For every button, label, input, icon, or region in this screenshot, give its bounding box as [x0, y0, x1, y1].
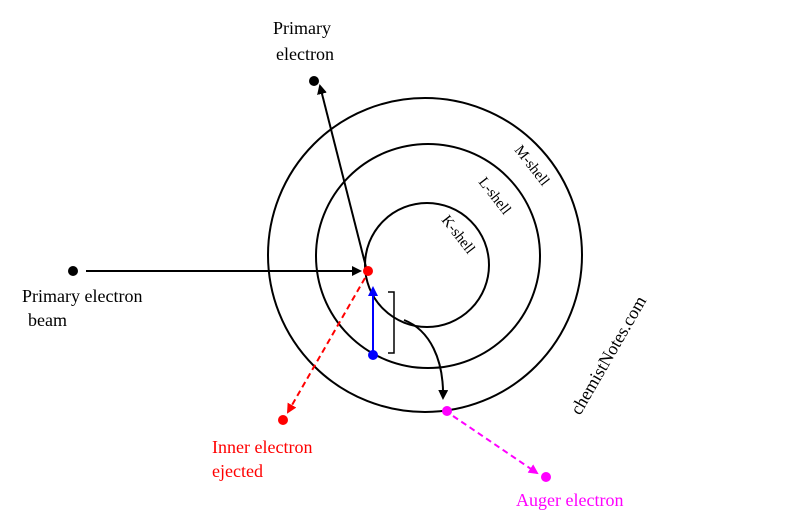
primary-electron-dot	[309, 76, 319, 86]
m-shell-orbit	[267, 97, 583, 413]
primary-electron-label-line2: electron	[276, 44, 334, 64]
k-shell-label: K-shell	[438, 213, 478, 258]
m-shell-label: M-shell	[511, 143, 552, 190]
k-shell-orbit	[364, 202, 490, 328]
vacancy-electron-dot	[363, 266, 373, 276]
ejected-electron-dot	[278, 415, 288, 425]
l-shell-orbit	[315, 143, 541, 369]
auger-emission-arrow	[452, 415, 539, 475]
auger-origin-dot	[442, 406, 452, 416]
inner-ejected-label-line2: ejected	[212, 461, 263, 481]
inner-ejected-label-line1: Inner electron	[212, 437, 312, 457]
transition-electron-dot	[368, 350, 378, 360]
watermark: chemistNotes.com	[566, 292, 650, 418]
primary-beam-label-line1: Primary electron	[22, 286, 142, 306]
l-shell-label: L-shell	[475, 175, 514, 218]
primary-beam-label-line2: beam	[28, 310, 67, 330]
inner-ejection-arrow	[287, 277, 366, 414]
primary-electron-label-line1: Primary	[273, 18, 331, 38]
scattered-primary-arrow	[317, 84, 368, 272]
auger-electron-dot	[541, 472, 551, 482]
energy-bracket	[388, 291, 395, 354]
auger-electron-label: Auger electron	[516, 490, 623, 510]
primary-beam-electron	[68, 266, 78, 276]
energy-transfer-arrow	[403, 319, 449, 400]
